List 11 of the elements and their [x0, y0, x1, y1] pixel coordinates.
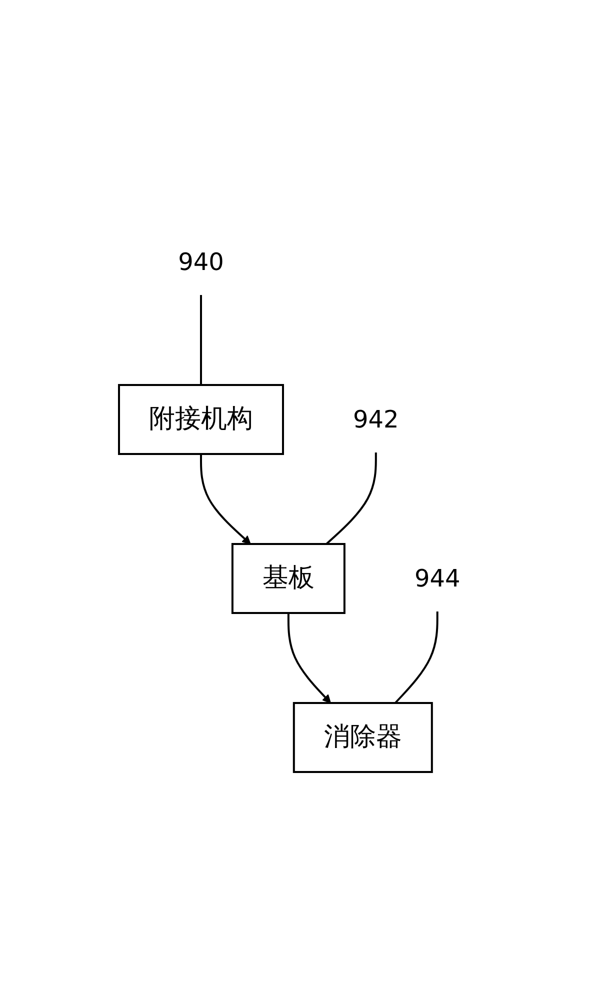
node-box: 消除器 — [293, 702, 434, 772]
connector — [394, 611, 439, 704]
connector — [326, 452, 378, 544]
arrow — [288, 612, 332, 703]
node-text: 940 — [178, 248, 224, 276]
node-text: 942 — [353, 405, 400, 433]
connector — [200, 294, 202, 384]
node-text: 944 — [414, 564, 461, 592]
arrow — [200, 454, 252, 544]
node-box: 附接机构 — [118, 384, 284, 454]
node-box: 基板 — [232, 542, 346, 614]
